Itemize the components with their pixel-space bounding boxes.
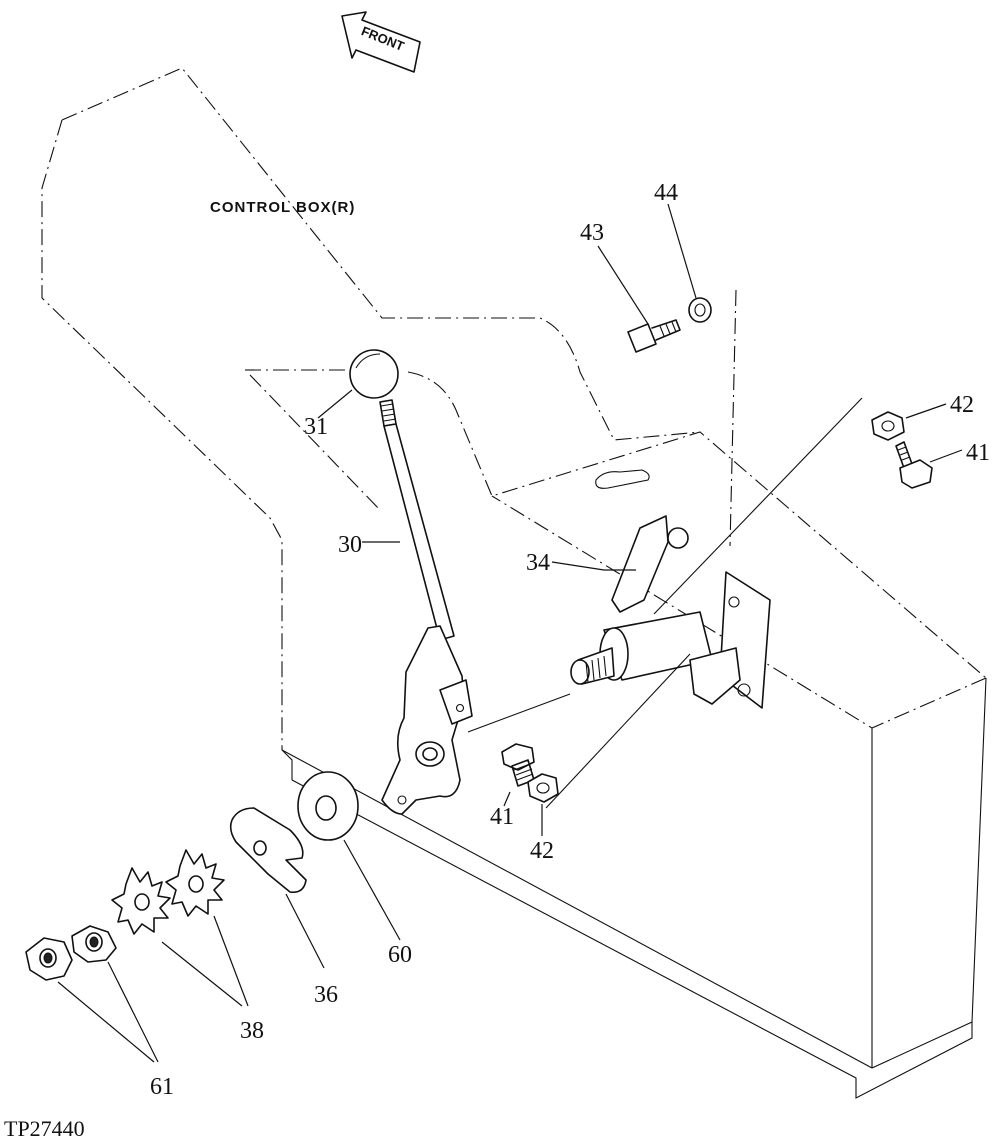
bracket-part-34: 34 <box>526 515 771 709</box>
bolt-part-43: 43 <box>580 220 681 353</box>
lockwasher-part-38: 38 <box>111 849 264 1044</box>
callout-41-right: 41 <box>966 440 990 466</box>
callout-38: 38 <box>240 1018 264 1044</box>
callout-42-lower: 42 <box>530 838 554 864</box>
plate-part-36: 36 <box>229 807 338 1008</box>
callout-36: 36 <box>314 982 338 1008</box>
callout-61: 61 <box>150 1074 174 1100</box>
callout-34: 34 <box>526 550 550 576</box>
front-arrow: FRONT <box>341 11 421 73</box>
callout-30: 30 <box>338 532 362 558</box>
bolt-part-41-lower: 41 <box>490 743 535 830</box>
nut-part-42-upper: 42 <box>871 392 974 441</box>
callout-44: 44 <box>654 180 678 206</box>
washer-part-44: 44 <box>654 180 712 323</box>
control-box-outline: CONTROL BOX(R) <box>41 67 987 1099</box>
bolt-part-41-upper: 41 <box>895 440 990 489</box>
nut-part-42-lower: 42 <box>527 773 559 864</box>
callout-31: 31 <box>304 414 328 440</box>
knob-part-31: 31 <box>304 349 399 440</box>
lever-part-30: 30 <box>338 399 473 815</box>
assembly-leader-lines <box>467 289 863 809</box>
callout-60: 60 <box>388 942 412 968</box>
control-box-label: CONTROL BOX(R) <box>210 199 355 216</box>
callout-42-upper: 42 <box>950 392 974 418</box>
washer-part-60: 60 <box>297 771 412 968</box>
figure-id: TP27440 <box>4 1116 85 1140</box>
callout-41-lower: 41 <box>490 804 514 830</box>
callout-43: 43 <box>580 220 604 246</box>
nut-part-61: 61 <box>25 925 174 1100</box>
